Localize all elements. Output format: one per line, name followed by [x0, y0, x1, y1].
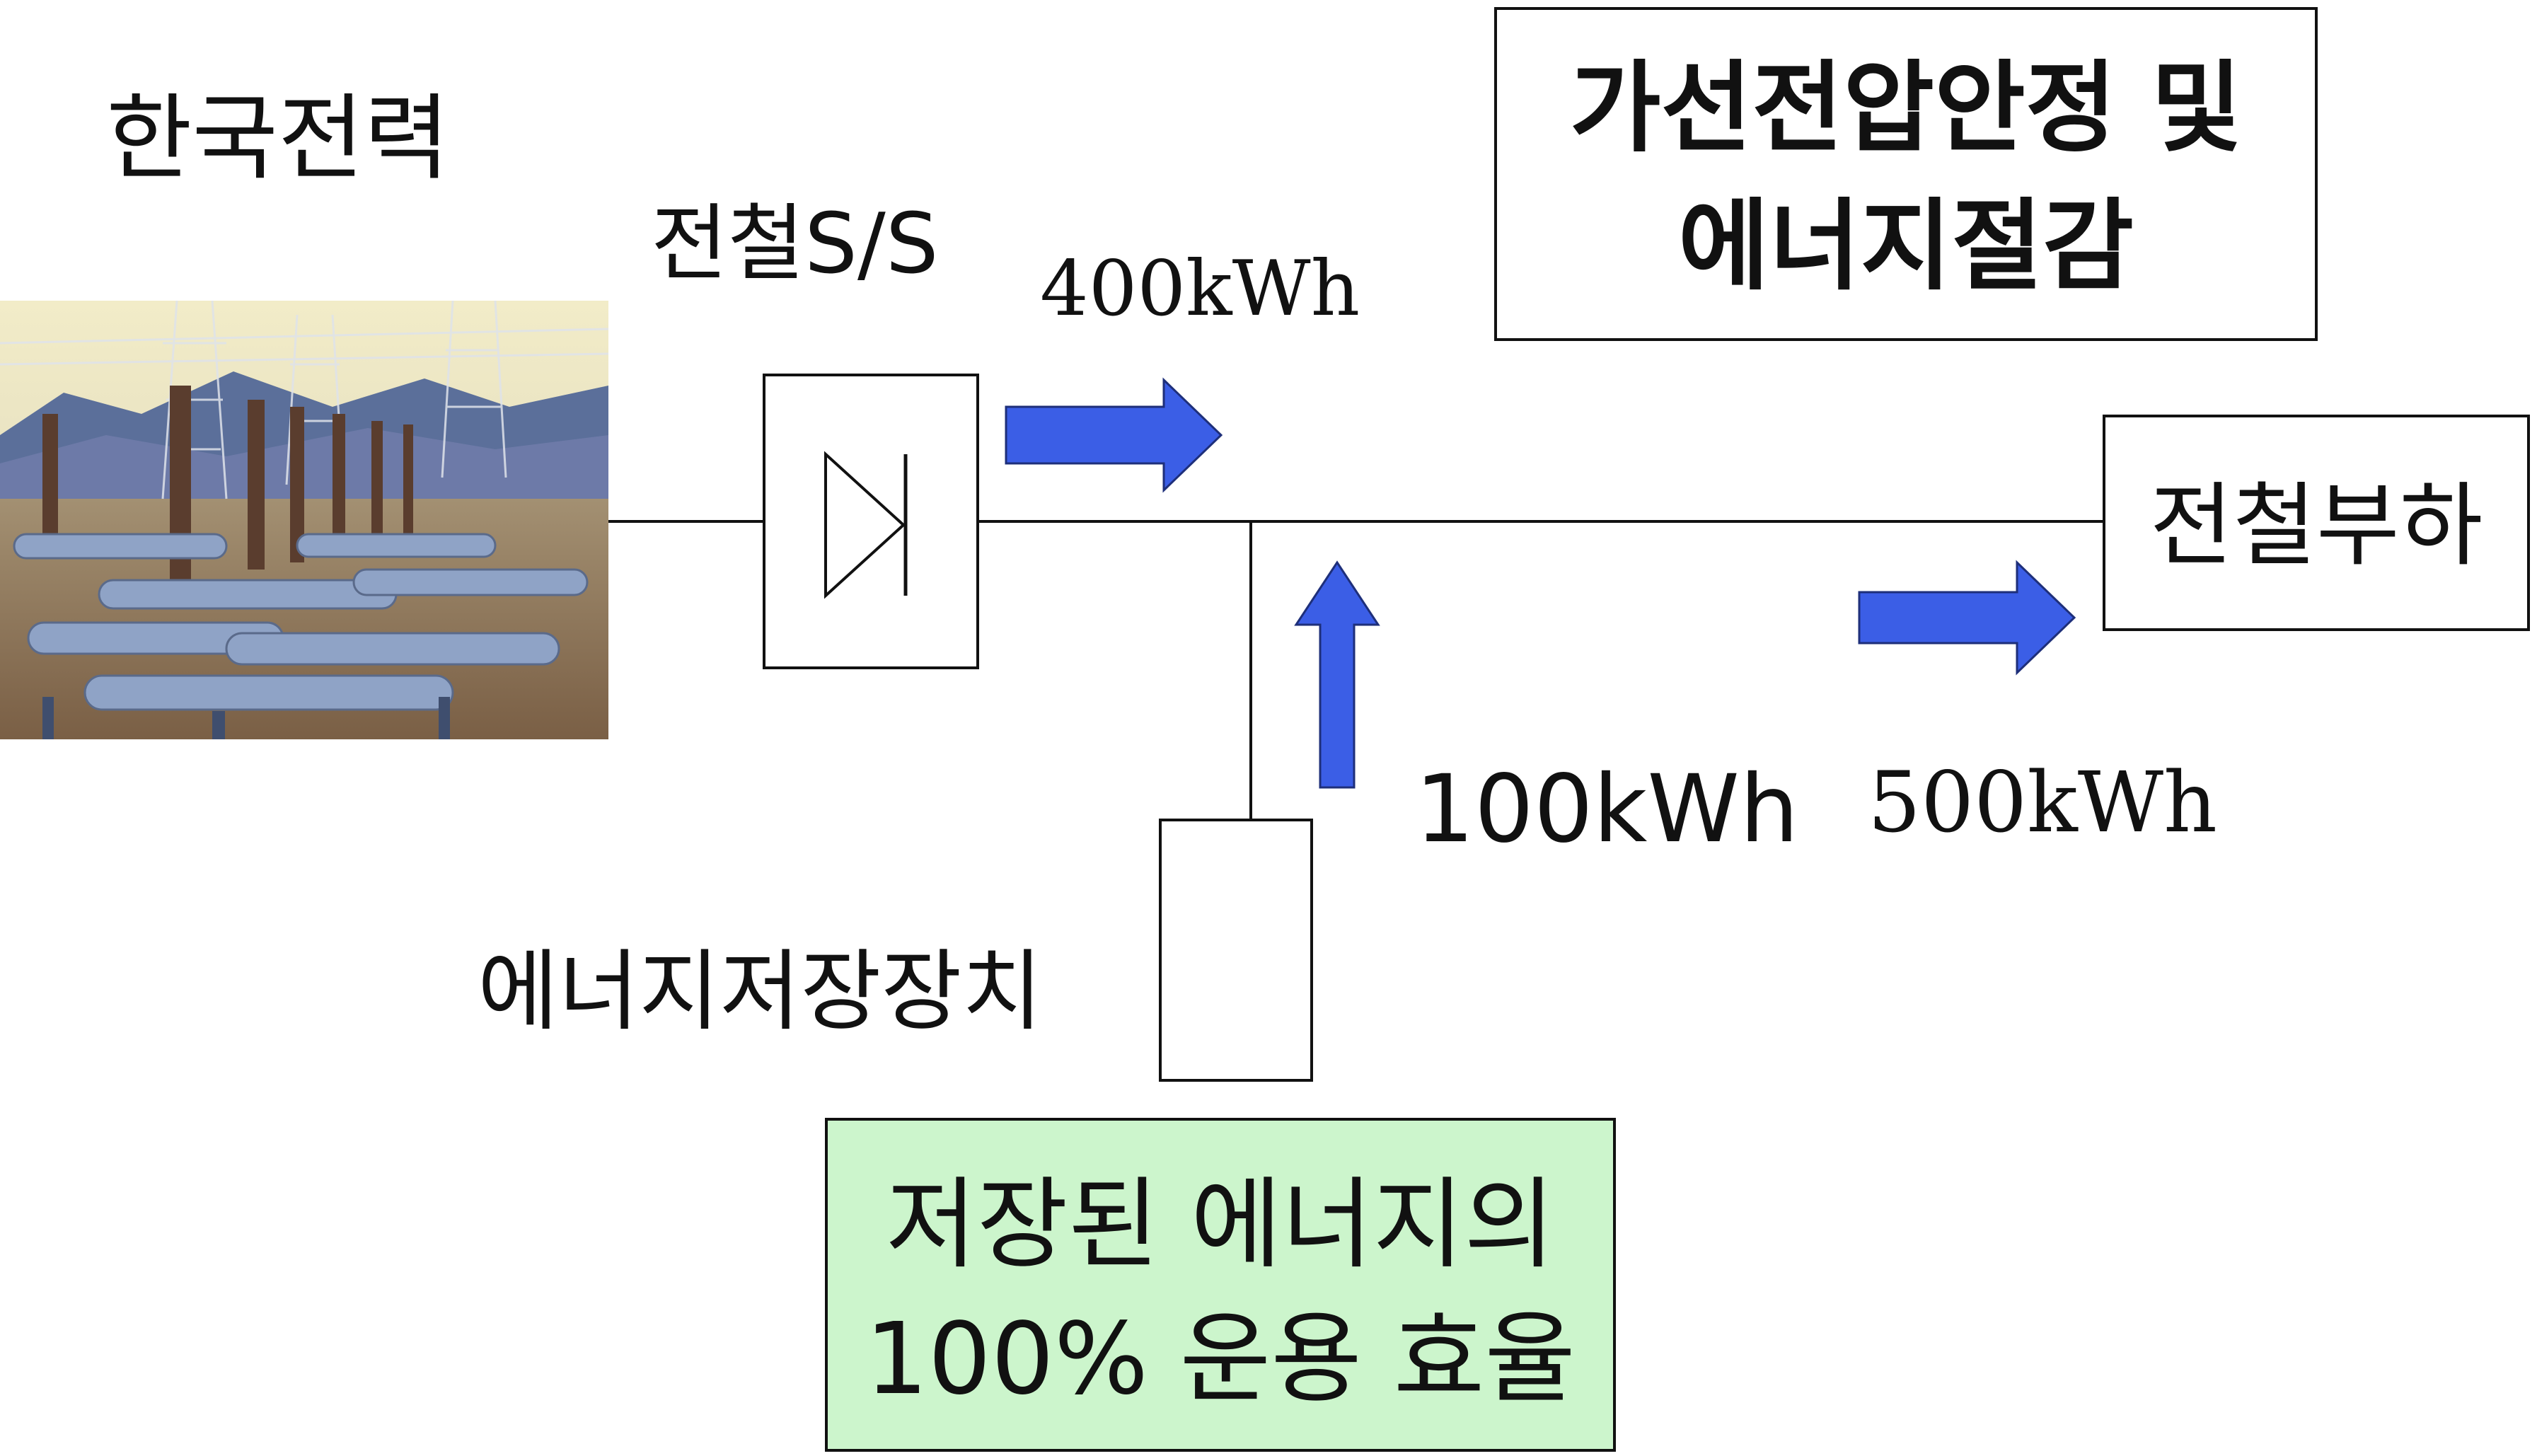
substation-box	[763, 374, 979, 669]
energy-storage-box	[1159, 819, 1313, 1082]
load-box: 전철부하	[2103, 415, 2530, 631]
storage-discharge-value-label: 100kWh	[1415, 755, 1799, 864]
benefit-box: 가선전압안정 및 에너지절감	[1494, 7, 2318, 341]
supply-value-label: 400kWh	[1040, 245, 1360, 333]
load-value-label: 500kWh	[1868, 753, 2218, 851]
main-power-line	[608, 520, 2103, 523]
benefit-line-1: 가선전압안정 및	[1569, 51, 2243, 166]
substation-label: 전철S/S	[651, 195, 939, 292]
storage-discharge-arrow-icon	[1294, 560, 1380, 789]
supply-arrow-icon	[1005, 377, 1223, 493]
kepco-label: 한국전력	[106, 84, 450, 193]
load-arrow-icon	[1858, 560, 2076, 676]
efficiency-line-2: 100% 운용 효율	[865, 1302, 1576, 1417]
power-substation-photo	[0, 301, 608, 739]
efficiency-box: 저장된 에너지의 100% 운용 효율	[825, 1118, 1616, 1452]
diode-icon	[824, 451, 908, 599]
energy-storage-label: 에너지저장장치	[478, 941, 1043, 1043]
storage-branch-line	[1249, 521, 1252, 819]
benefit-line-2: 에너지절감	[1677, 189, 2134, 304]
efficiency-line-1: 저장된 에너지의	[885, 1167, 1556, 1283]
load-label: 전철부하	[2149, 473, 2483, 579]
